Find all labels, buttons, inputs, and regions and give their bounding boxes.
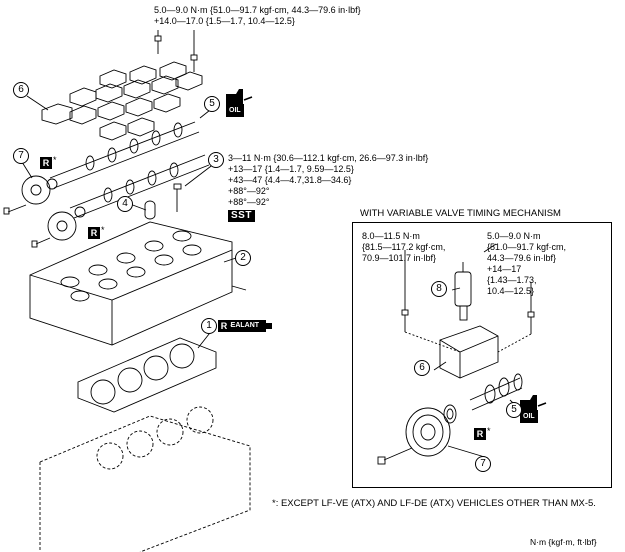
top-torque-line-2: +14.0—17.0 {1.5—1.7, 10.4—12.5} xyxy=(154,16,295,26)
head-bolt-torque-2: +13—17 {1.4—1.7, 9.59—12.5} xyxy=(228,164,354,174)
inset-torque-right-1: 5.0—9.0 N·m xyxy=(487,231,541,241)
inset-callout-5: 5 xyxy=(506,402,522,418)
units-note: N·m {kgf·m, ft·lbf} xyxy=(530,537,597,547)
callout-5: 5 xyxy=(204,96,220,112)
cylinder-head-gasket xyxy=(77,337,217,413)
camshaft-cap-bolt-left xyxy=(154,35,162,54)
inset-torque-left-3: 70.9—101.7 in·lbf} xyxy=(362,253,437,263)
head-bolt-torque-4: +88°—92° xyxy=(228,186,270,196)
camshafts xyxy=(49,121,210,219)
inset-torque-right-3: 44.3—79.6 in·lbf} xyxy=(487,253,557,263)
head-bolt-torque-3: +43—47 {4.4—4.7,31.8—34.6} xyxy=(228,175,352,185)
inset-replace-asterisk: * xyxy=(487,426,491,436)
inset-callout-7: 7 xyxy=(475,456,491,472)
cylinder-head xyxy=(29,221,247,346)
camshaft-sprockets xyxy=(21,175,86,241)
callout-1: 1 xyxy=(201,318,217,334)
inset-replace-badge: R xyxy=(474,428,486,440)
oil-label-main: OIL xyxy=(229,107,241,114)
sealant-tube-icon xyxy=(222,320,272,332)
inset-torque-right-2: {51.0—91.7 kgf·cm, xyxy=(487,242,567,252)
inset-bolt-right xyxy=(527,282,535,334)
inset-torque-right-5: {1.43—1.73, xyxy=(487,275,537,285)
callout-2: 2 xyxy=(235,250,251,266)
inset-torque-right-4: +14—17 xyxy=(487,264,522,274)
tappet xyxy=(144,200,156,220)
inset-torque-left-1: 8.0—11.5 N·m xyxy=(362,231,420,241)
inset-title: WITH VARIABLE VALVE TIMING MECHANISM xyxy=(360,208,561,219)
inset-torque-left-2: {81.5—117.2 kgf·cm, xyxy=(362,242,446,252)
variable-timing-actuator xyxy=(405,407,451,457)
top-torque-line-1: 5.0—9.0 N·m {51.0—91.7 kgf·cm, 44.3—79.6… xyxy=(154,5,361,15)
replace-badge-upper: R xyxy=(40,157,52,169)
inset-washer xyxy=(443,404,457,424)
inset-callout-6: 6 xyxy=(414,360,430,376)
oil-can-icon-inset xyxy=(520,395,547,423)
vvt-inset-panel xyxy=(352,222,612,488)
head-bolt-torque-5: +88°—92° xyxy=(228,197,270,207)
replace-asterisk-lower: * xyxy=(101,225,105,235)
inset-torque-right-6: 10.4—12.5} xyxy=(487,286,535,296)
replace-asterisk-upper: * xyxy=(53,155,57,165)
head-bolt xyxy=(173,183,182,212)
footnote: *: EXCEPT LF-VE (ATX) AND LF-DE (ATX) VE… xyxy=(272,498,596,509)
inset-bolt-left xyxy=(401,250,409,332)
callout-3: 3 xyxy=(208,152,224,168)
replace-badge-gasket: R xyxy=(218,320,230,332)
replace-badge-lower: R xyxy=(88,227,100,239)
camshaft-cap-bolt-right xyxy=(190,54,198,72)
camshaft-caps xyxy=(41,61,203,141)
oil-label-inset: OIL xyxy=(523,413,535,420)
inset-callout-8: 8 xyxy=(431,281,447,297)
cylinder-block xyxy=(39,406,251,552)
callout-7: 7 xyxy=(13,148,29,164)
inset-camshaft xyxy=(469,373,523,411)
sprocket-bolts xyxy=(3,204,51,248)
ocv-housing xyxy=(439,325,499,379)
inset-sprocket-bolt xyxy=(377,447,413,465)
sst-badge: SST xyxy=(228,210,255,222)
callout-4: 4 xyxy=(117,196,133,212)
sealant-label: SEALANT xyxy=(226,322,260,329)
oil-can-icon-main xyxy=(226,89,253,117)
head-bolt-torque-1: 3—11 N·m {30.6—112.1 kgf·cm, 26.6—97.3 i… xyxy=(228,153,429,163)
callout-6: 6 xyxy=(13,82,29,98)
